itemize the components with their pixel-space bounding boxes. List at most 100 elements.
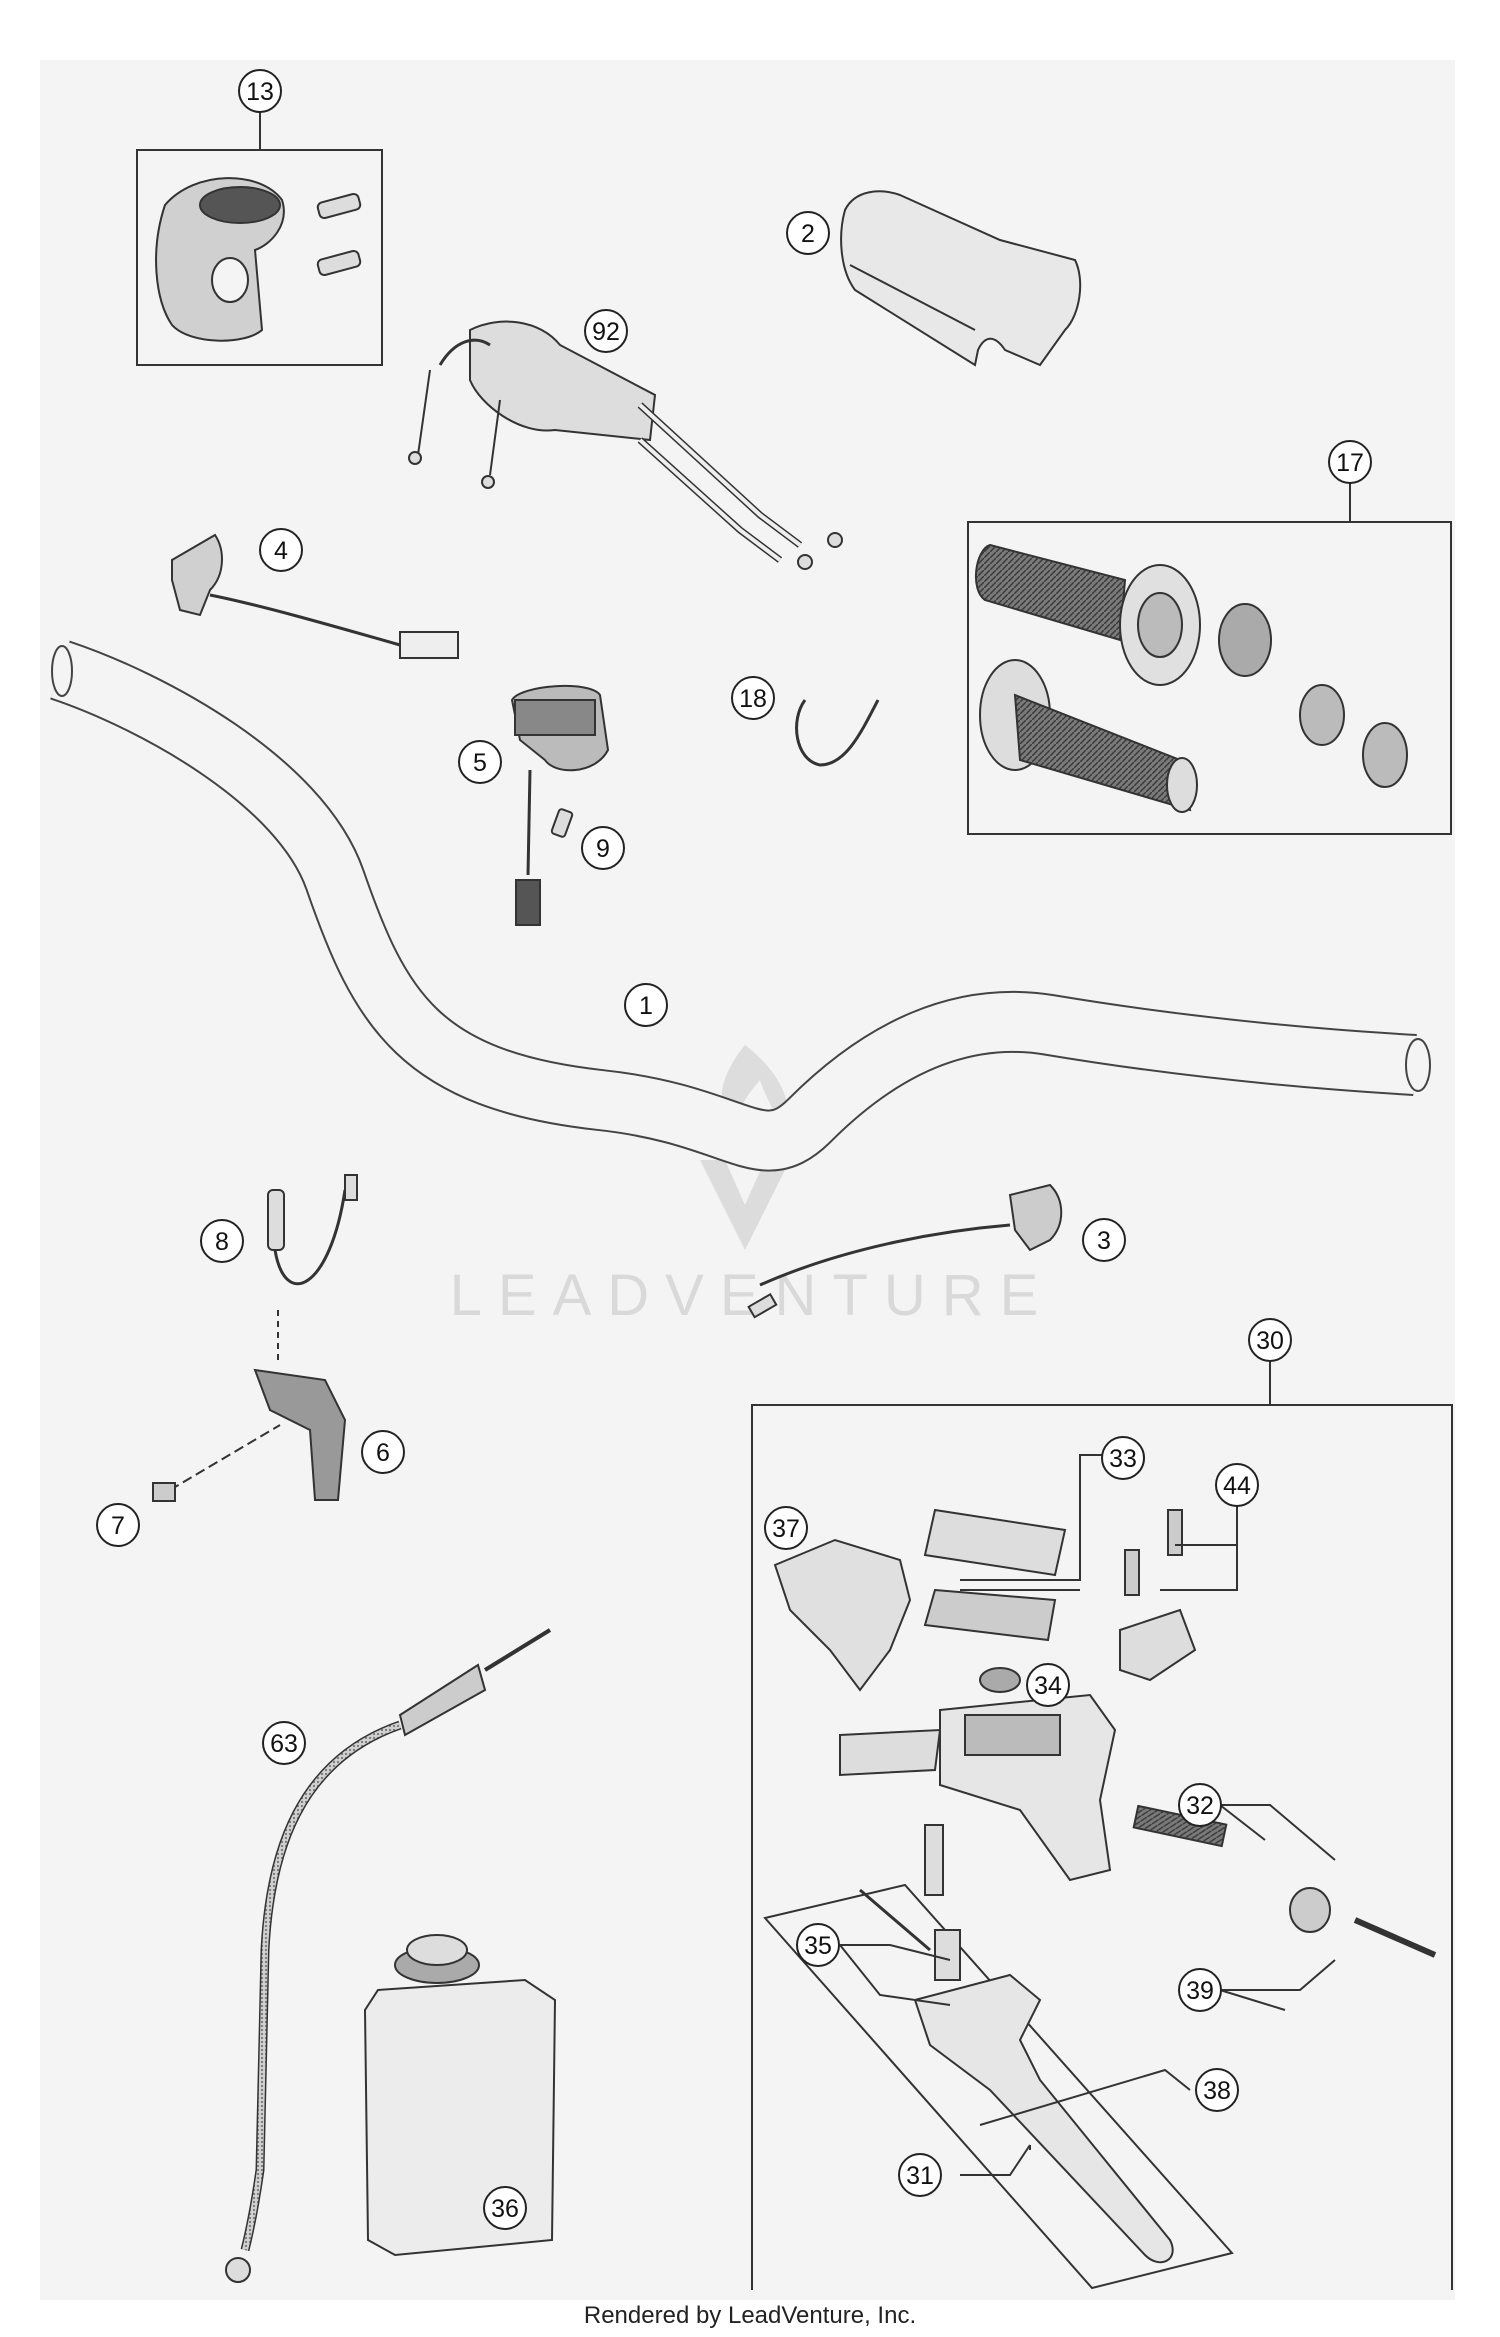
clamp-44-icon: [1119, 1509, 1197, 1682]
callout-44: 44: [1215, 1463, 1259, 1507]
callout-label: 92: [592, 318, 620, 346]
callout-label: 18: [739, 685, 767, 713]
callout-63: 63: [262, 1721, 306, 1765]
callout-circle: [1195, 2068, 1239, 2112]
grips-icon: [974, 543, 1408, 813]
group-box-17: [967, 521, 1452, 835]
lever-guard-icon: [773, 1538, 912, 1692]
throttle-housing-icon: [155, 177, 362, 342]
callout-circle: [1328, 440, 1372, 484]
callout-label: 4: [274, 537, 288, 565]
reservoir-cover-icon: [923, 1508, 1067, 1642]
callout-circle: [1215, 1463, 1259, 1507]
callout-circle: [1178, 1783, 1222, 1827]
callout-label: 35: [804, 1932, 832, 1960]
callout-label: 31: [906, 2162, 934, 2190]
callout-8: 8: [200, 1219, 244, 1263]
callout-9: 9: [581, 826, 625, 870]
callout-36: 36: [483, 2186, 527, 2230]
assembly-line: [169, 1424, 281, 1491]
callout-label: 6: [376, 1439, 390, 1467]
callout-label: 3: [1097, 1227, 1111, 1255]
screw-9-icon: [550, 808, 574, 838]
callout-1: 1: [624, 983, 668, 1027]
callout-circle: [259, 528, 303, 572]
callout-circle: [361, 1430, 405, 1474]
handlebar-end-left: [51, 645, 73, 697]
callout-13: 13: [238, 69, 282, 113]
callout-circle: [581, 826, 625, 870]
callout-circle: [238, 69, 282, 113]
diagram-sheet: [40, 60, 1455, 2300]
callout-31: 31: [898, 2153, 942, 2197]
callout-label: 34: [1034, 1672, 1062, 1700]
callout-label: 30: [1256, 1327, 1284, 1355]
callout-5: 5: [458, 740, 502, 784]
callout-circle: [796, 1923, 840, 1967]
callout-label: 5: [473, 749, 487, 777]
plunger-8-icon: [267, 1174, 358, 1286]
callout-6: 6: [361, 1430, 405, 1474]
callout-circle: [584, 309, 628, 353]
lever-subgroup-box: [763, 1883, 1234, 2290]
callout-30: 30: [1248, 1318, 1292, 1362]
brake-hose-icon: [225, 1628, 552, 2283]
callout-33: 33: [1101, 1436, 1145, 1480]
callout-label: 39: [1186, 1977, 1214, 2005]
callout-34: 34: [1026, 1663, 1070, 1707]
callout-label: 13: [246, 78, 274, 106]
callout-circle: [731, 676, 775, 720]
callout-circle: [262, 1721, 306, 1765]
callout-39: 39: [1178, 1968, 1222, 2012]
watermark-text: LEADVENTURE: [450, 1263, 1055, 1328]
callout-circle: [96, 1503, 140, 1547]
callout-18: 18: [731, 676, 775, 720]
callout-circle: [1082, 1218, 1126, 1262]
diagram-artwork: LEADVENTURE: [50, 69, 1453, 2290]
callout-label: 36: [491, 2195, 519, 2223]
callout-circle: [786, 211, 830, 255]
bracket-6-icon: [253, 1368, 347, 1501]
callout-label: 32: [1186, 1792, 1214, 1820]
callout-32: 32: [1178, 1783, 1222, 1827]
callout-label: 44: [1223, 1472, 1251, 1500]
callout-circle: [898, 2153, 942, 2197]
handlebar: [50, 642, 1417, 1170]
throttle-assembly-icon: [408, 320, 843, 570]
callout-7: 7: [96, 1503, 140, 1547]
callout-label: 63: [270, 1730, 298, 1758]
callout-circle: [483, 2186, 527, 2230]
callout-circle: [1101, 1436, 1145, 1480]
callout-circle: [1178, 1968, 1222, 2012]
callout-17: 17: [1328, 440, 1372, 484]
callout-circle: [458, 740, 502, 784]
callout-label: 38: [1203, 2077, 1231, 2105]
bar-pad-icon: [840, 190, 1082, 367]
callout-3: 3: [1082, 1218, 1126, 1262]
lever-31-icon: [859, 1824, 1174, 2264]
bolt-7-icon: [152, 1482, 176, 1502]
callout-circle: [200, 1219, 244, 1263]
switch-5-icon: [510, 685, 610, 926]
callout-label: 2: [801, 220, 815, 248]
callout-38: 38: [1195, 2068, 1239, 2112]
callout-37: 37: [764, 1506, 808, 1550]
callout-circle: [624, 983, 668, 1027]
callout-label: 17: [1336, 449, 1364, 477]
callout-label: 37: [772, 1515, 800, 1543]
callout-2: 2: [786, 211, 830, 255]
callout-label: 8: [215, 1228, 229, 1256]
footer-credit: Rendered by LeadVenture, Inc.: [583, 2302, 917, 2329]
callout-35: 35: [796, 1923, 840, 1967]
callout-layer: 1234567891317183031323334353637383944639…: [96, 69, 1372, 2230]
callout-circle: [764, 1506, 808, 1550]
callout-circle: [1248, 1318, 1292, 1362]
callout-92: 92: [584, 309, 628, 353]
kill-switch-icon: [171, 533, 459, 659]
handlebar-end: [1405, 1038, 1431, 1092]
group-box-30: [751, 1404, 1453, 2290]
callout-4: 4: [259, 528, 303, 572]
callout-label: 7: [111, 1512, 125, 1540]
cap-34-icon: [979, 1667, 1021, 1693]
